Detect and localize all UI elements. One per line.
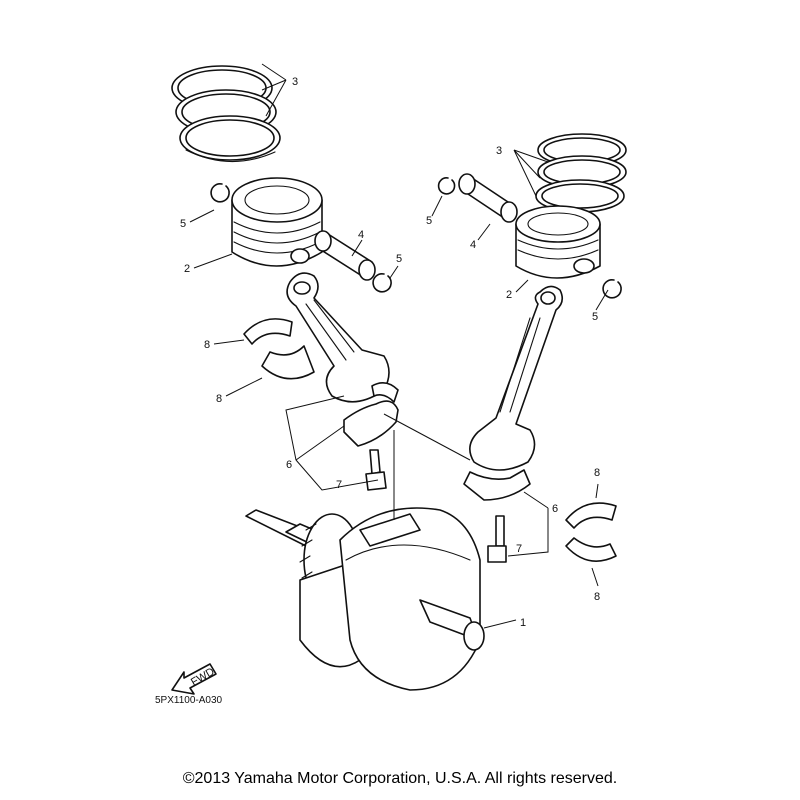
callout-5-right-b: 5 bbox=[592, 311, 598, 323]
callout-4-right: 4 bbox=[470, 239, 476, 251]
left-rod-bolt bbox=[365, 449, 387, 491]
callout-2-right: 2 bbox=[506, 289, 512, 301]
right-bearing-lower bbox=[565, 537, 617, 562]
right-piston-pin bbox=[458, 173, 518, 223]
callout-7-left: 7 bbox=[336, 479, 342, 491]
right-connecting-rod bbox=[469, 285, 564, 471]
callout-6-left: 6 bbox=[286, 459, 292, 471]
callout-8-right-b: 8 bbox=[594, 591, 600, 603]
callout-3-right: 3 bbox=[496, 145, 502, 157]
callout-1-crankshaft: 1 bbox=[520, 617, 526, 629]
fwd-label: FWD bbox=[189, 666, 217, 689]
callout-5-right-a: 5 bbox=[426, 215, 432, 227]
callout-2-left: 2 bbox=[184, 263, 190, 275]
callout-8-right-a: 8 bbox=[594, 467, 600, 479]
left-piston-rings bbox=[171, 65, 281, 163]
left-piston-pin bbox=[314, 230, 376, 281]
left-circlip-a bbox=[210, 183, 230, 203]
callout-6-right: 6 bbox=[552, 503, 558, 515]
left-bearing-upper bbox=[243, 318, 293, 345]
right-piston bbox=[515, 205, 601, 279]
left-circlip-b bbox=[372, 273, 392, 293]
fwd-arrow-icon: FWD bbox=[171, 663, 217, 695]
right-rod-bolt bbox=[487, 515, 507, 563]
left-connecting-rod bbox=[286, 272, 390, 403]
callout-8-left-b: 8 bbox=[216, 393, 222, 405]
left-bearing-lower bbox=[261, 345, 315, 380]
callout-7-right: 7 bbox=[516, 543, 522, 555]
right-rod-cap bbox=[463, 469, 531, 501]
right-circlip-b bbox=[602, 279, 622, 299]
right-bearing-upper bbox=[565, 502, 617, 529]
diagram-code: 5PX1100-A030 bbox=[155, 695, 223, 706]
left-piston bbox=[231, 177, 323, 267]
right-circlip-a bbox=[437, 177, 456, 195]
crankshaft bbox=[245, 507, 485, 691]
copyright-notice: ©2013 Yamaha Motor Corporation, U.S.A. A… bbox=[182, 770, 618, 787]
leader-lines bbox=[189, 63, 609, 629]
left-rod-cap bbox=[343, 382, 399, 447]
callout-3-left: 3 bbox=[292, 76, 298, 88]
callout-4-left: 4 bbox=[358, 229, 364, 241]
callout-5-left-a: 5 bbox=[180, 218, 186, 230]
callout-5-left-b: 5 bbox=[396, 253, 402, 265]
right-piston-rings bbox=[535, 133, 627, 213]
callout-8-left-a: 8 bbox=[204, 339, 210, 351]
